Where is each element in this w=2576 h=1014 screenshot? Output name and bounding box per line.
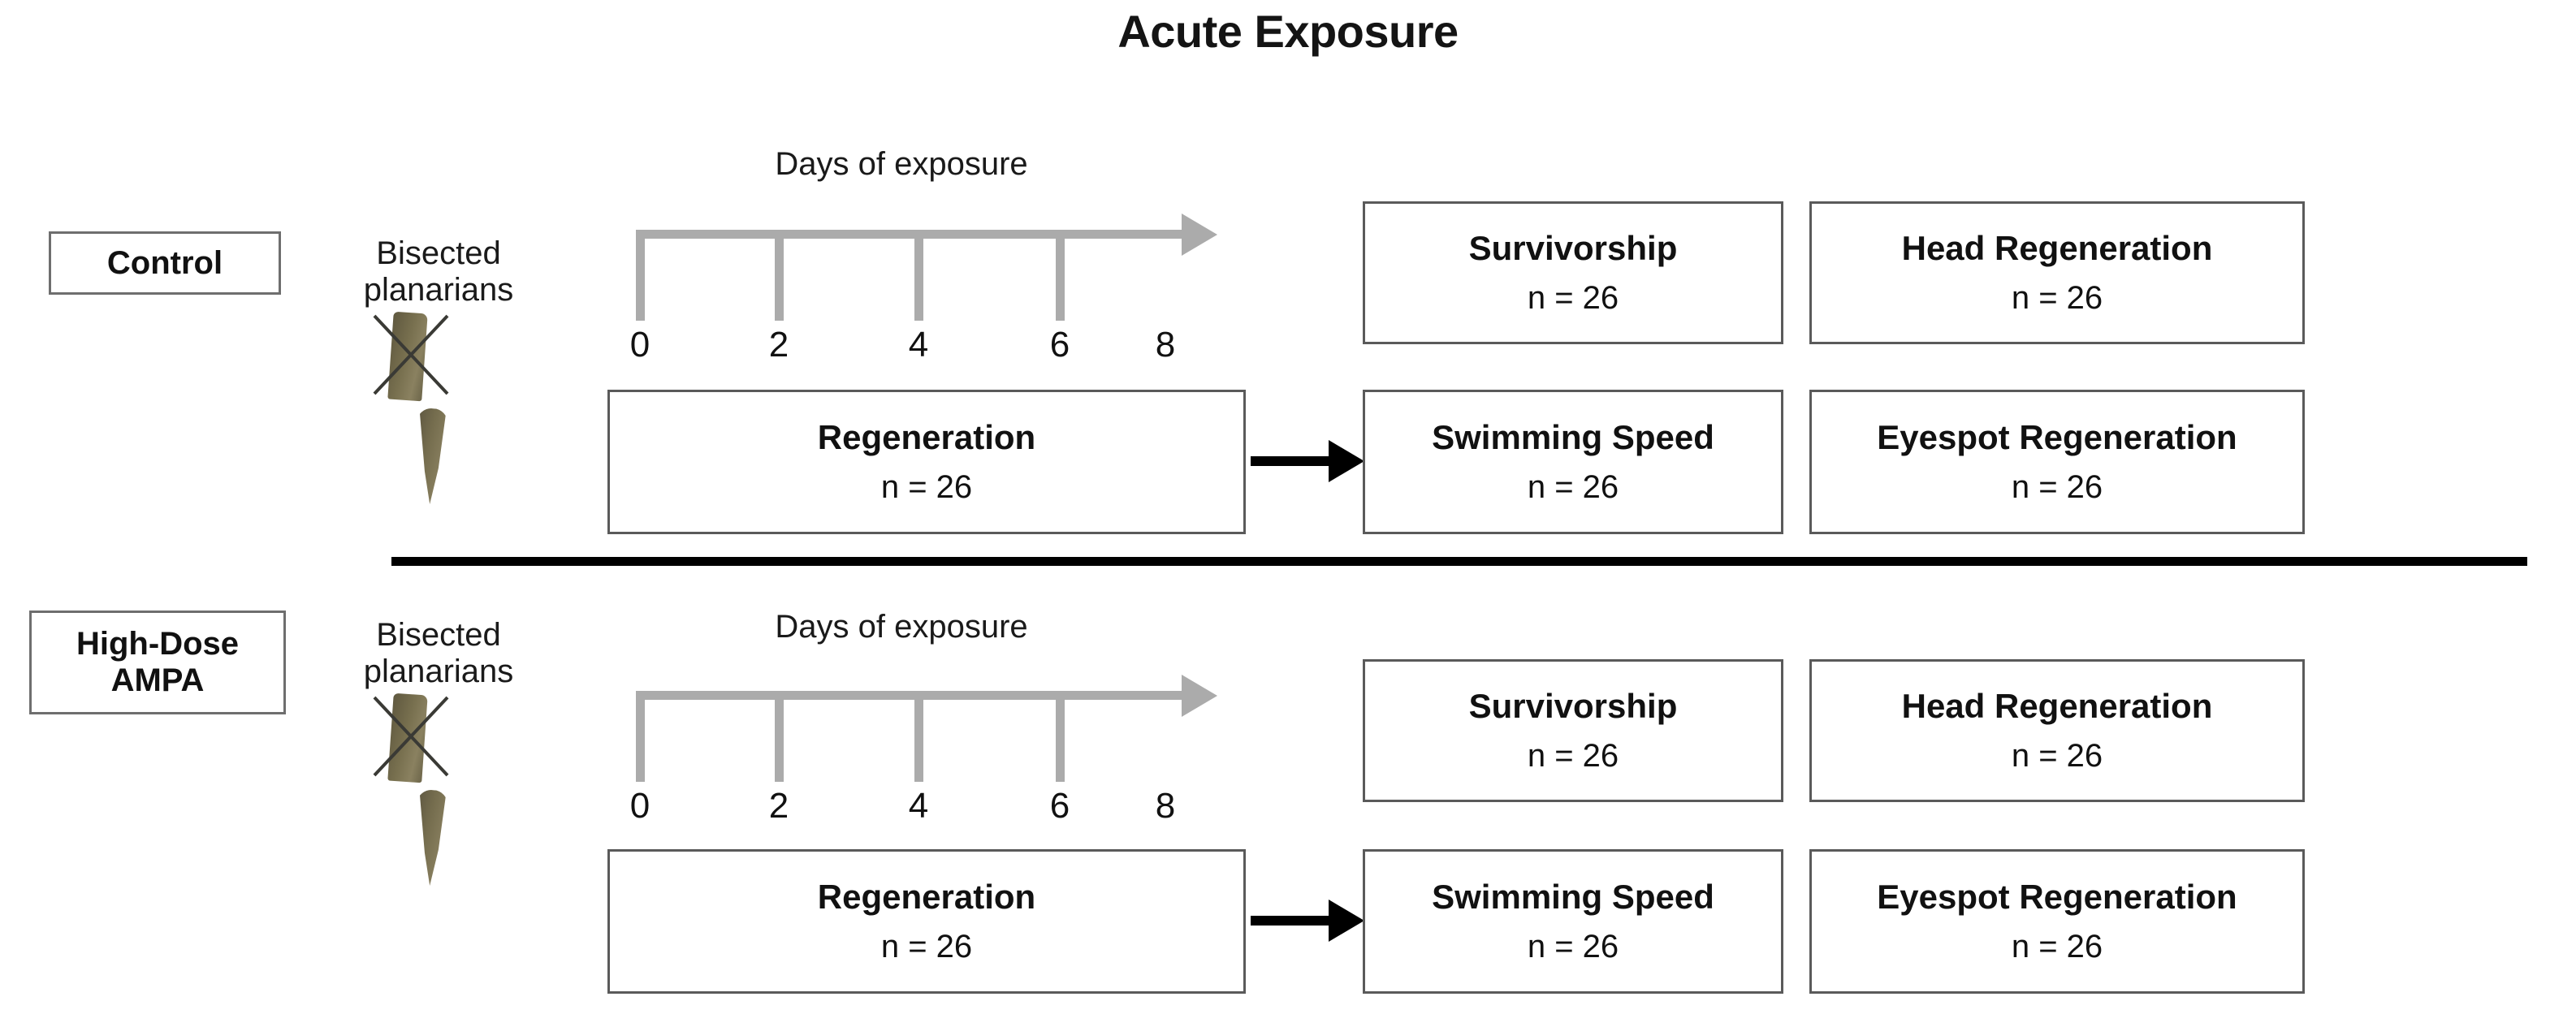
timeline-axis-control <box>636 230 1183 239</box>
timeline-tick-label-4-high-dose-ampa: 4 <box>908 786 929 826</box>
connector-arrow-head-high-dose-ampa <box>1329 900 1364 942</box>
connector-arrow-shaft-high-dose-ampa <box>1251 916 1332 926</box>
timeline-tick-0-high-dose-ampa <box>636 691 645 782</box>
planarian-tail-fragment <box>413 789 448 887</box>
outcome-n: n = 26 <box>2011 280 2103 317</box>
timeline-arrowhead-control <box>1182 214 1217 256</box>
group-label-control: Control <box>49 231 281 295</box>
group-label-line2: AMPA <box>110 662 205 698</box>
timeline-tick-6-control <box>1056 230 1065 321</box>
group-label-high-dose-ampa: High-Dose AMPA <box>29 611 286 714</box>
outcome-n: n = 26 <box>2011 469 2103 506</box>
timeline-tick-2-high-dose-ampa <box>775 691 784 782</box>
outcome-title: Eyespot Regeneration <box>1877 417 2237 456</box>
regeneration-title-control: Regeneration <box>817 417 1036 456</box>
timeline-tick-label-4-control: 4 <box>908 325 929 365</box>
timeline-axis-high-dose-ampa <box>636 691 1183 700</box>
timeline-end-label-control: 8 <box>1155 325 1176 365</box>
timeline-tick-4-high-dose-ampa <box>914 691 923 782</box>
regeneration-n-control: n = 26 <box>880 469 973 506</box>
outcome-box-survivorship-high-dose-ampa: Survivorship n = 26 <box>1363 659 1783 802</box>
timeline-tick-label-2-control: 2 <box>768 325 789 365</box>
timeline-tick-label-0-control: 0 <box>629 325 650 365</box>
specimen-label-high-dose-ampa-text: Bisected planarians <box>363 617 514 689</box>
connector-arrow-head-control <box>1329 440 1364 482</box>
outcome-title: Head Regeneration <box>1901 686 2213 725</box>
timeline-label-control: Days of exposure <box>642 146 1161 183</box>
timeline-tick-2-control <box>775 230 784 321</box>
timeline-tick-4-control <box>914 230 923 321</box>
connector-arrow-control <box>1251 440 1364 482</box>
timeline-tick-label-0-high-dose-ampa: 0 <box>629 786 650 826</box>
connector-arrow-shaft-control <box>1251 456 1332 466</box>
group-label-control-text: Control <box>106 244 223 281</box>
timeline-tick-6-high-dose-ampa <box>1056 691 1065 782</box>
outcome-box-survivorship-control: Survivorship n = 26 <box>1363 201 1783 344</box>
timeline-label-high-dose-ampa: Days of exposure <box>642 609 1161 645</box>
outcome-title: Survivorship <box>1468 228 1678 267</box>
outcome-box-head-regeneration-high-dose-ampa: Head Regeneration n = 26 <box>1809 659 2305 802</box>
timeline-label-high-dose-ampa-text: Days of exposure <box>775 609 1028 645</box>
outcome-box-swimming-speed-high-dose-ampa: Swimming Speed n = 26 <box>1363 849 1783 994</box>
group-label-line1: High-Dose <box>76 626 239 662</box>
outcome-title: Swimming Speed <box>1432 417 1714 456</box>
timeline-label-control-text: Days of exposure <box>775 146 1028 182</box>
outcome-box-eyespot-regeneration-high-dose-ampa: Eyespot Regeneration n = 26 <box>1809 849 2305 994</box>
group-divider <box>391 557 2527 566</box>
timeline-tick-label-2-high-dose-ampa: 2 <box>768 786 789 826</box>
outcome-n: n = 26 <box>2011 738 2103 775</box>
regeneration-title-high-dose-ampa: Regeneration <box>817 877 1036 916</box>
timeline-tick-label-6-control: 6 <box>1049 325 1070 365</box>
outcome-title: Survivorship <box>1468 686 1678 725</box>
cut-x-icon <box>373 314 449 395</box>
specimen-label-control-text: Bisected planarians <box>363 235 514 308</box>
figure-title: Acute Exposure <box>1117 6 1459 57</box>
regeneration-n-high-dose-ampa: n = 26 <box>880 929 973 965</box>
outcome-n: n = 26 <box>1527 929 1619 965</box>
bisected-planarian-icon <box>370 311 459 511</box>
planarian-tail-fragment <box>413 408 448 505</box>
outcome-box-eyespot-regeneration-control: Eyespot Regeneration n = 26 <box>1809 390 2305 534</box>
specimen-label-high-dose-ampa: Bisected planarians <box>329 617 548 690</box>
cut-x-icon <box>373 696 449 777</box>
regeneration-box-control: Regeneration n = 26 <box>607 390 1246 534</box>
outcome-n: n = 26 <box>1527 469 1619 506</box>
timeline-tick-label-6-high-dose-ampa: 6 <box>1049 786 1070 826</box>
timeline-arrowhead-high-dose-ampa <box>1182 675 1217 717</box>
timeline-end-label-high-dose-ampa: 8 <box>1155 786 1176 826</box>
outcome-title: Eyespot Regeneration <box>1877 877 2237 916</box>
outcome-title: Head Regeneration <box>1901 228 2213 267</box>
outcome-n: n = 26 <box>2011 929 2103 965</box>
regeneration-box-high-dose-ampa: Regeneration n = 26 <box>607 849 1246 994</box>
outcome-n: n = 26 <box>1527 280 1619 317</box>
timeline-tick-0-control <box>636 230 645 321</box>
bisected-planarian-icon <box>370 693 459 893</box>
specimen-label-control: Bisected planarians <box>329 235 548 309</box>
connector-arrow-high-dose-ampa <box>1251 900 1364 942</box>
outcome-n: n = 26 <box>1527 738 1619 775</box>
outcome-box-head-regeneration-control: Head Regeneration n = 26 <box>1809 201 2305 344</box>
outcome-title: Swimming Speed <box>1432 877 1714 916</box>
outcome-box-swimming-speed-control: Swimming Speed n = 26 <box>1363 390 1783 534</box>
